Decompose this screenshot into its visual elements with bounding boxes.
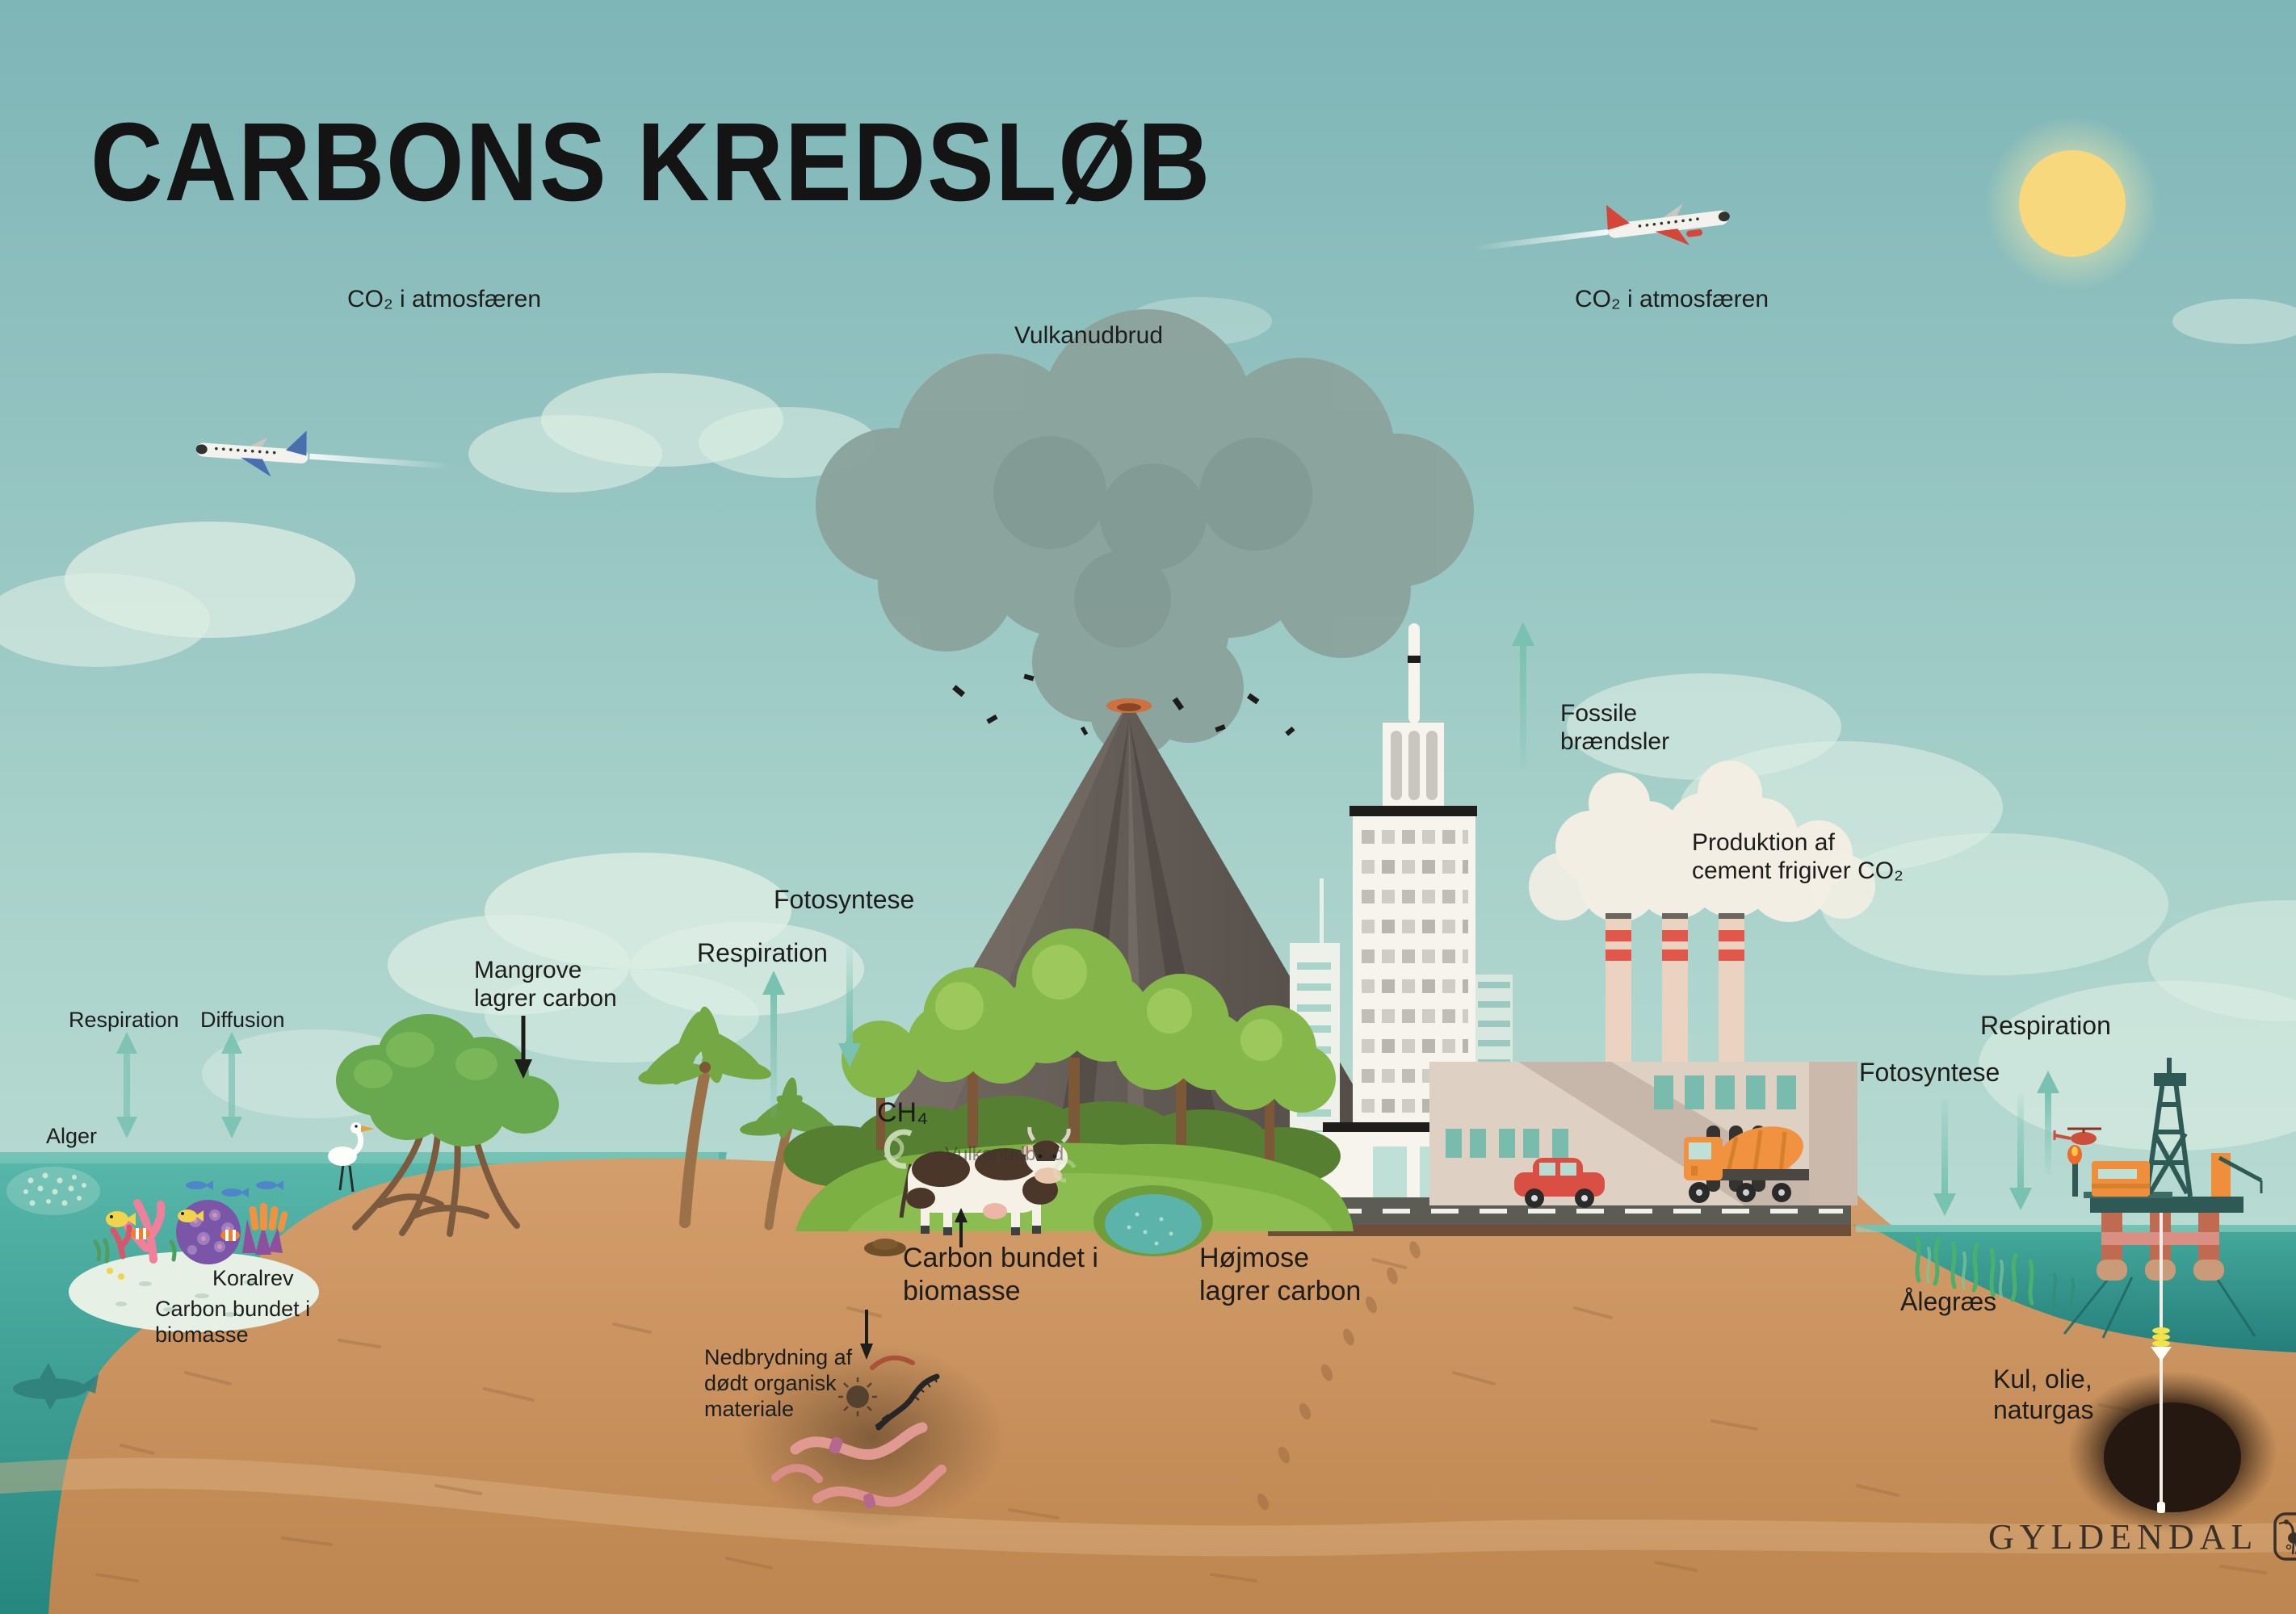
red-car: [1514, 1158, 1605, 1208]
soil-decomposers: [739, 1344, 1005, 1530]
forest-trees: [842, 929, 1336, 1169]
egret: [328, 1122, 375, 1193]
label-koralrev: Koralrev: [212, 1266, 294, 1290]
label-produktion-cement: Produktion af cement frigiver CO₂: [1692, 829, 1904, 885]
airplane-left-icon: [195, 430, 451, 477]
arrow-respiration-left-double: [116, 1032, 137, 1138]
label-respiration-right: Respiration: [1980, 1011, 2111, 1040]
label-co2-atmosphere-right: CO₂ i atmosfæren: [1575, 286, 1769, 312]
arrow-fotosyntese-right-down-2: [2009, 1094, 2032, 1210]
clouds: [0, 297, 2296, 1151]
green-algae-tufts: [93, 1238, 177, 1264]
arrow-fotosyntese-center-down: [838, 945, 861, 1067]
arrow-nedbrydning-down: [860, 1310, 873, 1360]
ash-specks: [952, 673, 1295, 736]
label-hojmose: Højmose lagrer carbon: [1199, 1243, 1362, 1307]
label-fotosyntese-right: Fotosyntese: [1859, 1058, 2000, 1087]
label-carbon-biomasse-left: Carbon bundet i biomasse: [155, 1297, 311, 1347]
sun-icon: [1985, 116, 2160, 291]
label-fossile-braendsler: Fossile brændsler: [1560, 700, 1670, 756]
helicopter-icon: [2053, 1127, 2101, 1145]
arrow-biomasse-up: [955, 1208, 968, 1247]
ocean-surface: [0, 1152, 719, 1163]
reef-fish: [106, 1180, 283, 1280]
flux-arrows: [116, 622, 2059, 1360]
label-alger: Alger: [46, 1124, 98, 1148]
methane-puff: [884, 1129, 1077, 1183]
airplane-right-icon: [1472, 203, 1730, 252]
mangrove-trees: [336, 1014, 559, 1237]
drill-string: [2151, 1213, 2172, 1513]
label-respiration-left: Respiration: [69, 1008, 179, 1032]
label-vulkanudbrud-watermark: Vulkanudbrud: [945, 1143, 1064, 1165]
rig-crane: [2211, 1153, 2263, 1197]
road-dashes: [1286, 1209, 1843, 1214]
page-title: CARBONS KREDSLØB: [90, 100, 1212, 224]
arrow-respiration-right-up: [2037, 1071, 2059, 1174]
bay-surface: [1856, 1225, 2296, 1232]
label-alegraes: Ålegræs: [1900, 1287, 1997, 1316]
label-co2-atmosphere-left: CO₂ i atmosfæren: [347, 286, 542, 312]
publisher-name: GYLDENDAL: [1988, 1516, 2259, 1557]
publisher-logo: GYLDENDAL: [1988, 1511, 2296, 1562]
label-diffusion: Diffusion: [200, 1008, 285, 1032]
label-kul-olie-naturgas: Kul, olie, naturgas: [1993, 1365, 2094, 1424]
fan-coral: [242, 1219, 283, 1255]
arrow-diffusion-double: [221, 1032, 242, 1138]
label-vulkanudbrud: Vulkanudbrud: [1014, 322, 1164, 349]
soil-texture: [95, 1258, 2267, 1583]
earthworms: [771, 1422, 947, 1509]
arrow-respiration-center-up: [762, 970, 785, 1118]
rig-cabin: [2092, 1161, 2150, 1197]
arrow-fotosyntese-right-down-1: [1933, 1100, 1956, 1216]
smokestacks: [1606, 913, 1744, 1070]
ash-cloud: [816, 309, 1474, 757]
factory-smoke: [1529, 761, 1875, 922]
cement-truck: [1684, 1126, 1809, 1203]
millipede: [870, 1355, 915, 1370]
coral-reef: [69, 1180, 319, 1332]
clownfish: [131, 1228, 240, 1241]
fossil-deposit-core: [2104, 1402, 2241, 1512]
tube-coral: [249, 1203, 288, 1232]
label-carbon-biomasse-center: Carbon bundet i biomasse: [903, 1243, 1098, 1307]
cow-head: [1021, 1126, 1071, 1184]
arrow-mangrove-down: [514, 1016, 532, 1079]
label-respiration-center: Respiration: [697, 938, 828, 967]
arrow-fossile-up: [1512, 622, 1534, 769]
shark: [13, 1363, 99, 1410]
bog-pond: [1093, 1185, 1213, 1256]
label-ch4: CH₄: [877, 1097, 928, 1128]
microbe: [838, 1377, 877, 1416]
footprint-trail: [1257, 1241, 1421, 1511]
cow: [899, 1126, 1071, 1235]
label-nedbrydning: Nedbrydning af dødt organisk materiale: [704, 1345, 853, 1421]
land: [48, 1158, 2296, 1614]
label-fotosyntese-center: Fotosyntese: [774, 885, 915, 914]
cow-dung: [864, 1239, 906, 1256]
sand-band: [0, 1457, 2296, 1557]
flare-stack: [2067, 1145, 2082, 1197]
stork-icon: [2273, 1512, 2296, 1561]
algae-bloom: [6, 1167, 100, 1215]
road-base: [1268, 1225, 1851, 1236]
seagrass: [1915, 1236, 2076, 1314]
centipede: [875, 1373, 940, 1431]
red-coral: [110, 1224, 132, 1260]
label-mangrove: Mangrove lagrer carbon: [474, 957, 617, 1012]
